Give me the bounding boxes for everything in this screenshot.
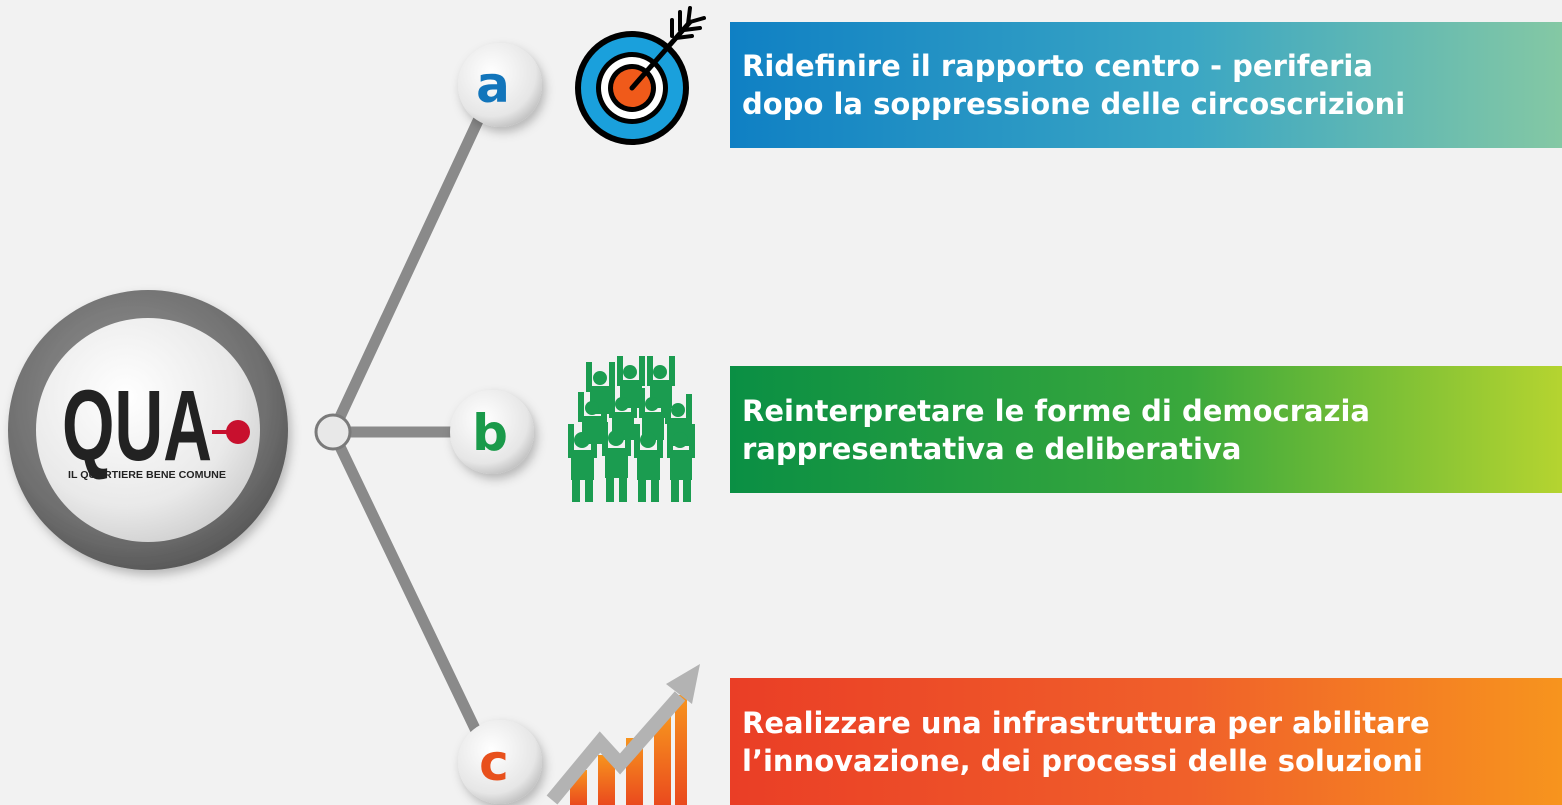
branch-line-c [327, 426, 496, 766]
banner-a: Ridefinire il rapporto centro - periferi… [730, 22, 1562, 148]
logo: QUA IL QUARTIERE BENE COMUNE [62, 370, 250, 482]
banner-a-line-1: Ridefinire il rapporto centro - periferi… [742, 49, 1373, 83]
branch-line-a [327, 89, 496, 438]
logo-accent-bar [212, 430, 230, 434]
crowd-icon [568, 356, 695, 502]
target-arrow-icon [575, 6, 706, 145]
badge-c-letter: c [479, 734, 509, 792]
badge-c [458, 720, 542, 804]
growth-bar-5 [675, 695, 687, 805]
banner-c-line-2: l’innovazione, dei processi delle soluzi… [742, 743, 1423, 778]
logo-disc [8, 290, 288, 570]
growth-bar-2 [598, 755, 615, 805]
banner-b-line-2: rappresentativa e deliberativa [742, 431, 1242, 466]
logo-accent-dot [226, 420, 250, 444]
logo-tagline: IL QUARTIERE BENE COMUNE [68, 469, 226, 481]
badge-b-letter: b [472, 404, 508, 462]
banner-c: Realizzare una infrastruttura per abilit… [730, 678, 1562, 805]
banner-c-line-1: Realizzare una infrastruttura per abilit… [742, 705, 1430, 740]
logo-wordmark: QUA [62, 370, 212, 482]
badge-a [458, 43, 542, 127]
banner-a-line-2: dopo la soppressione delle circoscrizion… [742, 87, 1406, 121]
banner-b: Reinterpretare le forme di democrazia ra… [730, 366, 1562, 493]
hub-node [314, 413, 352, 451]
growth-bar-4 [654, 715, 671, 805]
growth-chart-icon [546, 664, 700, 805]
badge-b [450, 390, 534, 474]
badge-a-letter: a [476, 56, 510, 114]
banner-b-line-1: Reinterpretare le forme di democrazia [742, 393, 1370, 428]
